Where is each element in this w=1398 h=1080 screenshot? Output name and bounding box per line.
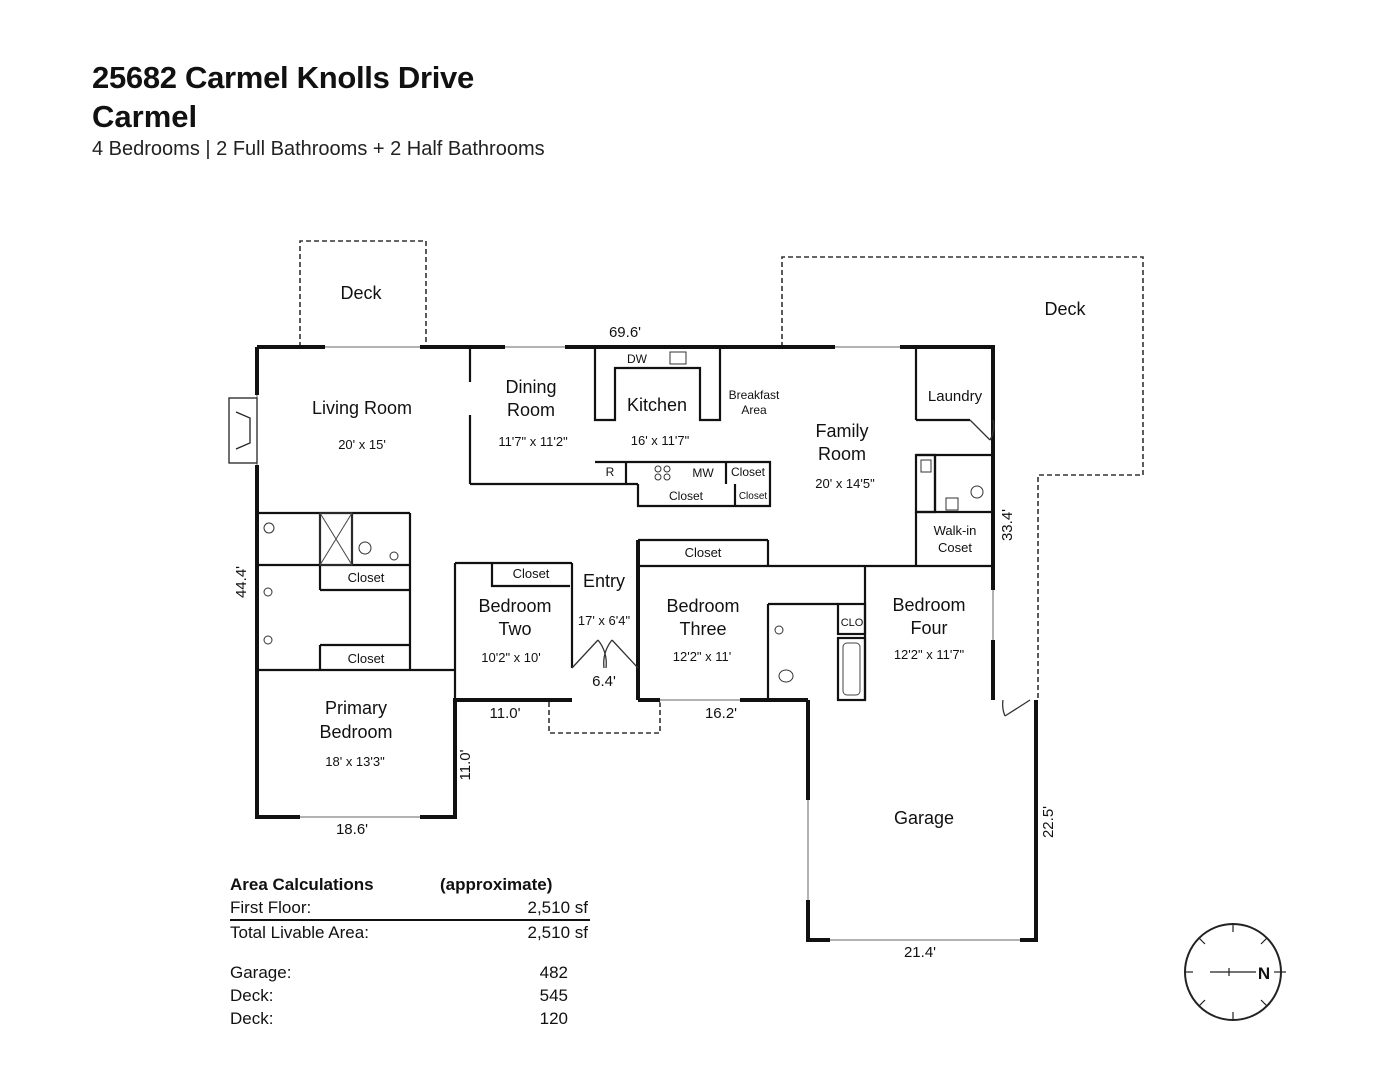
living-room-dims: 20' x 15' bbox=[338, 437, 386, 452]
kitchen-label: Kitchen bbox=[627, 395, 687, 415]
deck-left-label: Deck bbox=[340, 283, 382, 303]
area-row-label: First Floor: bbox=[230, 898, 312, 917]
bedroom-two-label-2: Two bbox=[498, 619, 531, 639]
area-row: Total Livable Area: 2,510 sf bbox=[230, 921, 590, 944]
bedroom-four-label-1: Bedroom bbox=[892, 595, 965, 615]
walkin-closet-label-1: Walk-in bbox=[934, 523, 977, 538]
family-room-label-2: Room bbox=[818, 444, 866, 464]
bedroom-three-label-2: Three bbox=[679, 619, 726, 639]
entry-porch-outline bbox=[548, 702, 661, 734]
primary-closet-1-label: Closet bbox=[348, 570, 385, 585]
bathtub-icon bbox=[842, 642, 861, 696]
property-address: 25682 Carmel Knolls Drive bbox=[92, 60, 474, 95]
walkin-closet-label-2: Coset bbox=[938, 540, 972, 555]
garage-label: Garage bbox=[894, 808, 954, 828]
laundry-label: Laundry bbox=[928, 388, 983, 405]
deck-right-outline bbox=[781, 256, 1144, 698]
fireplace-icon bbox=[228, 397, 258, 464]
area-extra-label: Deck: bbox=[230, 986, 274, 1005]
bedroom-two-dims: 10'2" x 10' bbox=[481, 650, 540, 665]
dim-left: 44.4' bbox=[233, 566, 250, 598]
deck-left-outline bbox=[299, 240, 427, 347]
linen-closet-label: CLO bbox=[841, 617, 864, 629]
dishwasher-label: DW bbox=[627, 352, 648, 366]
dim-bed3-width: 16.2' bbox=[705, 705, 737, 722]
family-room-dims: 20' x 14'5" bbox=[815, 476, 875, 491]
breakfast-area-label-1: Breakfast bbox=[729, 388, 780, 402]
dimension-labels: 69.6' 44.4' 33.4' 6.4' 11.0' 16.2' 11.0'… bbox=[233, 324, 1057, 961]
compass-icon: N bbox=[1184, 923, 1286, 1021]
area-heading: Area Calculations bbox=[230, 875, 374, 894]
area-extra-label: Deck: bbox=[230, 1009, 274, 1028]
door-swings bbox=[571, 419, 1031, 717]
bedroom-three-dims: 12'2" x 11' bbox=[673, 649, 732, 664]
bedroom-three-closet-label: Closet bbox=[685, 545, 722, 560]
microwave-label: MW bbox=[692, 466, 714, 480]
room-labels: Deck Deck Living Room 20' x 15' Dining R… bbox=[312, 283, 1087, 828]
interior-walls bbox=[257, 347, 993, 702]
area-row: First Floor: 2,510 sf bbox=[230, 896, 590, 921]
dining-room-dims: 11'7" x 11'2" bbox=[498, 434, 568, 449]
dining-room-label-1: Dining bbox=[505, 377, 556, 397]
area-row-label: Total Livable Area: bbox=[230, 923, 369, 942]
refrigerator-label: R bbox=[606, 465, 615, 479]
area-row-value: 2,510 sf bbox=[527, 923, 589, 942]
primary-bedroom-dims: 18' x 13'3" bbox=[325, 754, 385, 769]
living-room-label: Living Room bbox=[312, 398, 412, 418]
area-extra-value: 545 bbox=[539, 986, 568, 1005]
bedroom-two-label-1: Bedroom bbox=[478, 596, 551, 616]
bedroom-two-closet-label: Closet bbox=[513, 566, 550, 581]
dim-primary-width: 18.6' bbox=[336, 821, 368, 838]
compass-north-label: N bbox=[1258, 964, 1270, 983]
dim-garage-width: 21.4' bbox=[904, 944, 936, 961]
area-heading-note: (approximate) bbox=[440, 875, 553, 894]
primary-closet-2-label: Closet bbox=[348, 651, 385, 666]
property-city: Carmel bbox=[92, 99, 198, 134]
area-row-value: 2,510 sf bbox=[527, 898, 589, 917]
breakfast-area-label-2: Area bbox=[741, 403, 767, 417]
entry-label: Entry bbox=[583, 571, 625, 591]
small-closet-label: Closet bbox=[739, 491, 768, 502]
dim-garage-height: 22.5' bbox=[1040, 806, 1057, 838]
bedroom-four-label-2: Four bbox=[910, 618, 947, 638]
fixture-icons bbox=[263, 351, 984, 683]
deck-right-label: Deck bbox=[1044, 299, 1086, 319]
area-extra-row: Deck: 120 bbox=[230, 1007, 590, 1030]
dining-room-label-2: Room bbox=[507, 400, 555, 420]
dim-entry-width: 6.4' bbox=[592, 673, 616, 690]
area-extra-row: Deck: 545 bbox=[230, 984, 590, 1007]
bedroom-four-dims: 12'2" x 11'7" bbox=[894, 647, 965, 662]
entry-dims: 17' x 6'4" bbox=[578, 613, 631, 628]
property-summary: 4 Bedrooms | 2 Full Bathrooms + 2 Half B… bbox=[92, 138, 545, 160]
bedroom-three-label-1: Bedroom bbox=[666, 596, 739, 616]
area-calculations-table: Area Calculations (approximate) First Fl… bbox=[230, 873, 590, 1030]
pantry-closet-label: Closet bbox=[669, 489, 704, 503]
shower-icon bbox=[319, 512, 353, 566]
kitchen-closet-label: Closet bbox=[731, 465, 766, 479]
area-extra-label: Garage: bbox=[230, 963, 292, 982]
deck-outlines bbox=[299, 240, 1144, 734]
area-extra-value: 120 bbox=[539, 1009, 568, 1028]
primary-bedroom-label-2: Bedroom bbox=[319, 722, 392, 742]
area-heading-row: Area Calculations (approximate) bbox=[230, 873, 590, 896]
dim-primary-height: 11.0' bbox=[457, 749, 474, 780]
dim-bed2-width: 11.0' bbox=[490, 705, 521, 722]
kitchen-dims: 16' x 11'7" bbox=[631, 433, 690, 448]
area-extra-value: 482 bbox=[539, 963, 568, 982]
primary-bedroom-label-1: Primary bbox=[325, 698, 387, 718]
window-glass bbox=[256, 346, 1020, 941]
family-room-label-1: Family bbox=[816, 421, 869, 441]
dim-right: 33.4' bbox=[999, 509, 1016, 541]
dim-top: 69.6' bbox=[609, 324, 641, 341]
area-extra-row: Garage: 482 bbox=[230, 961, 590, 984]
